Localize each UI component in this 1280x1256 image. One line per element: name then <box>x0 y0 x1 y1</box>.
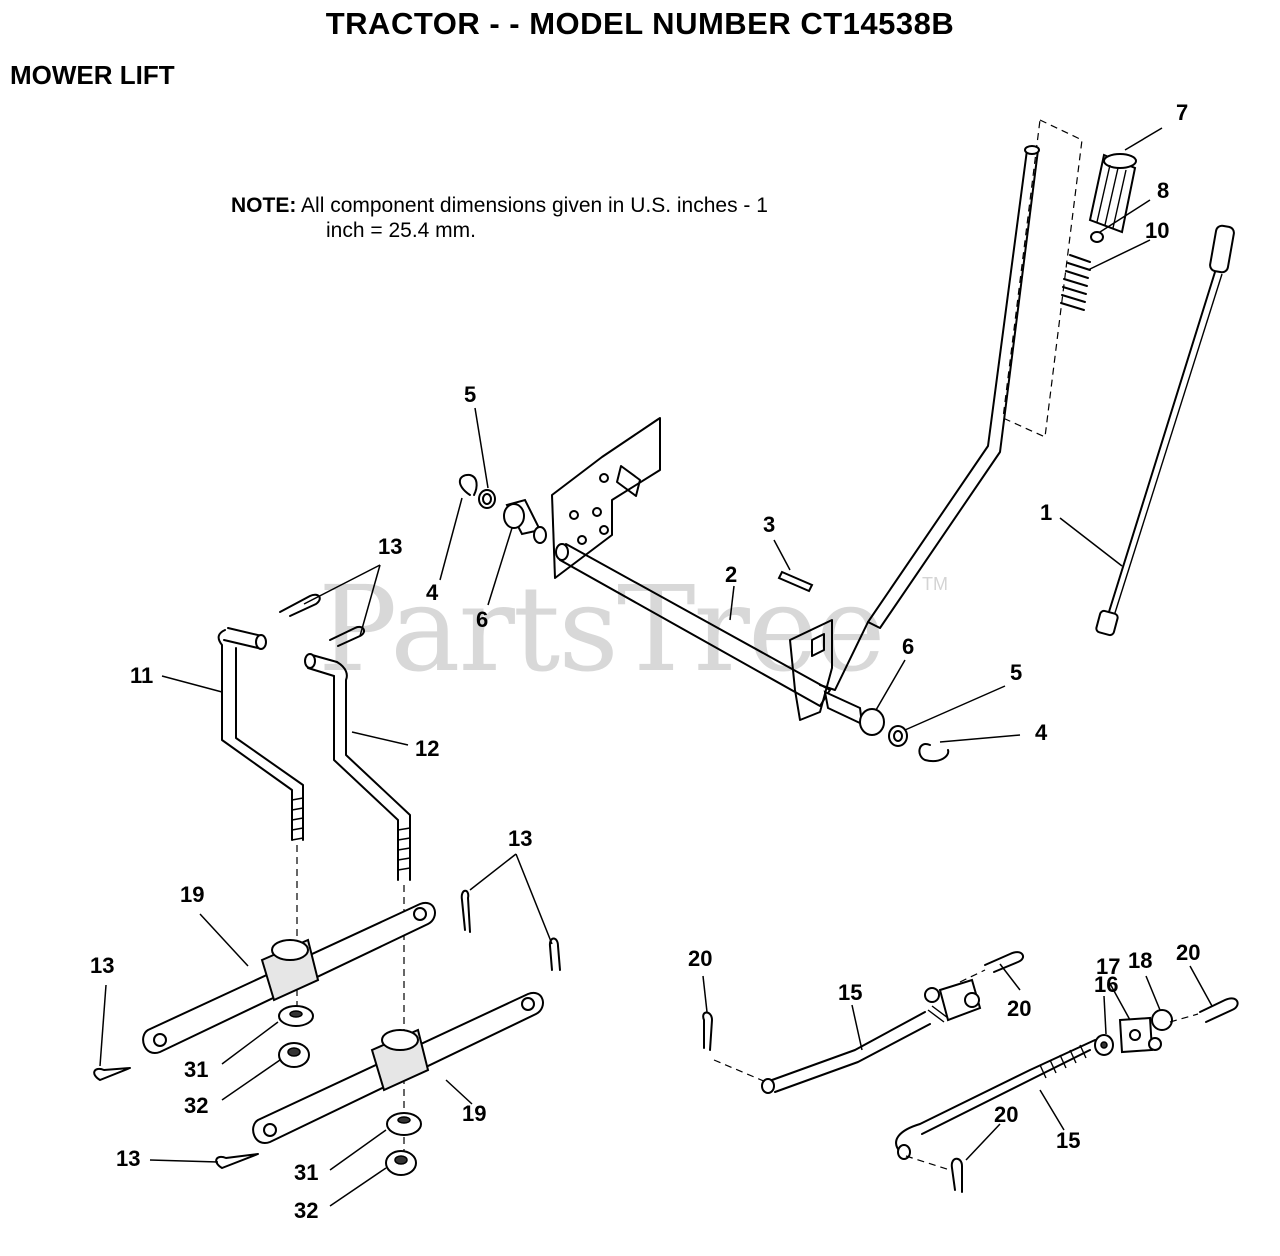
callout-19-upper: 19 <box>180 882 204 907</box>
swivel-part-17 <box>1118 1016 1154 1054</box>
callout-3: 3 <box>763 512 775 537</box>
callout-18: 18 <box>1128 948 1152 973</box>
callout-20-a: 20 <box>688 946 712 971</box>
callout-4-left: 4 <box>426 580 439 605</box>
key-part-3 <box>777 570 814 593</box>
cross-shaft-part-2 <box>555 543 833 721</box>
note-label: NOTE: <box>231 194 297 217</box>
callout-5-left: 5 <box>464 382 476 407</box>
callout-17: 17 <box>1096 954 1120 979</box>
callout-13-mid: 13 <box>508 826 532 851</box>
callout-31-upper: 31 <box>184 1057 208 1082</box>
callout-19-lower: 19 <box>462 1101 486 1126</box>
callout-13-bottom: 13 <box>116 1146 140 1171</box>
callout-11: 11 <box>130 663 153 688</box>
page-title: TRACTOR - - MODEL NUMBER CT14538B <box>325 6 955 41</box>
callout-7: 7 <box>1176 100 1188 125</box>
locknut-31-upper <box>278 1005 314 1027</box>
locknut-31-lower <box>386 1112 422 1136</box>
hairpin-13-lower-b <box>215 1153 259 1169</box>
callout-15-lower: 15 <box>1056 1128 1080 1153</box>
swivel-block-upper <box>924 978 982 1022</box>
hairpin-13-lower-a <box>93 1067 131 1081</box>
lift-handle-assembly <box>819 119 1083 691</box>
clevis-pin-20-b <box>959 951 1025 983</box>
clevis-pin-20-a <box>702 1011 713 1051</box>
adjustment-rod-15-upper <box>713 1005 949 1094</box>
callout-32-lower: 32 <box>294 1198 318 1223</box>
hairpin-13-upper-a <box>279 593 321 617</box>
bushing-part-18 <box>1148 1009 1173 1051</box>
bushing-right <box>823 690 885 736</box>
note-line-2: inch = 25.4 mm. <box>326 219 476 242</box>
callout-4-right: 4 <box>1035 720 1048 745</box>
callout-5-right: 5 <box>1010 660 1022 685</box>
callout-32-upper: 32 <box>184 1093 208 1118</box>
hairpin-13-upper-b <box>329 626 366 647</box>
callout-20-d: 20 <box>994 1102 1018 1127</box>
spring-part-10 <box>1060 254 1091 311</box>
callout-8: 8 <box>1157 178 1169 203</box>
clevis-pin-20-c <box>1169 997 1239 1023</box>
lift-arm-19-lower <box>252 991 544 1145</box>
callout-12: 12 <box>415 736 439 761</box>
note-line-1: All component dimensions given in U.S. i… <box>301 194 768 217</box>
callout-6-left: 6 <box>476 607 488 632</box>
section-title: MOWER LIFT <box>10 60 175 90</box>
nut-32-upper <box>278 1042 310 1068</box>
washer-left <box>478 489 496 509</box>
nut-part-16 <box>1094 1034 1114 1056</box>
hairpin-13-mid-b <box>548 937 561 971</box>
mounting-bracket <box>551 417 661 579</box>
bushing-left <box>503 498 547 544</box>
callout-20-b: 20 <box>1007 996 1031 1021</box>
leader-lines <box>99 127 1213 1207</box>
callout-13-lower-left: 13 <box>90 953 114 978</box>
callout-6-right: 6 <box>902 634 914 659</box>
clevis-pin-20-d <box>905 1155 963 1193</box>
washer-right <box>888 725 908 747</box>
button-part-8 <box>1090 231 1104 243</box>
dimension-note: NOTE: All component dimensions given in … <box>231 193 768 243</box>
trademark-symbol: TM <box>922 574 948 594</box>
callout-16: 16 <box>1094 972 1118 997</box>
callout-2: 2 <box>725 562 737 587</box>
lift-arm-19-upper <box>142 901 436 1055</box>
callout-31-lower: 31 <box>294 1160 318 1185</box>
hairpin-clip-right <box>918 743 950 762</box>
callout-15-upper: 15 <box>838 980 862 1005</box>
callout-13-upper: 13 <box>378 534 402 559</box>
lift-rod-part-1 <box>1095 224 1235 637</box>
callout-20-c: 20 <box>1176 940 1200 965</box>
lift-link-part-12 <box>304 653 411 1160</box>
callout-labels: 7 8 10 1 2 3 5 4 6 13 11 12 6 5 4 13 19 … <box>90 100 1200 1223</box>
adjustment-rod-15-lower <box>895 1039 1096 1160</box>
callout-10: 10 <box>1145 218 1169 243</box>
callout-1: 1 <box>1040 500 1052 525</box>
nut-32-lower <box>385 1150 417 1176</box>
hairpin-clip-left <box>458 473 478 496</box>
hand-grip <box>1088 153 1137 234</box>
hairpin-13-mid-a <box>460 889 471 933</box>
